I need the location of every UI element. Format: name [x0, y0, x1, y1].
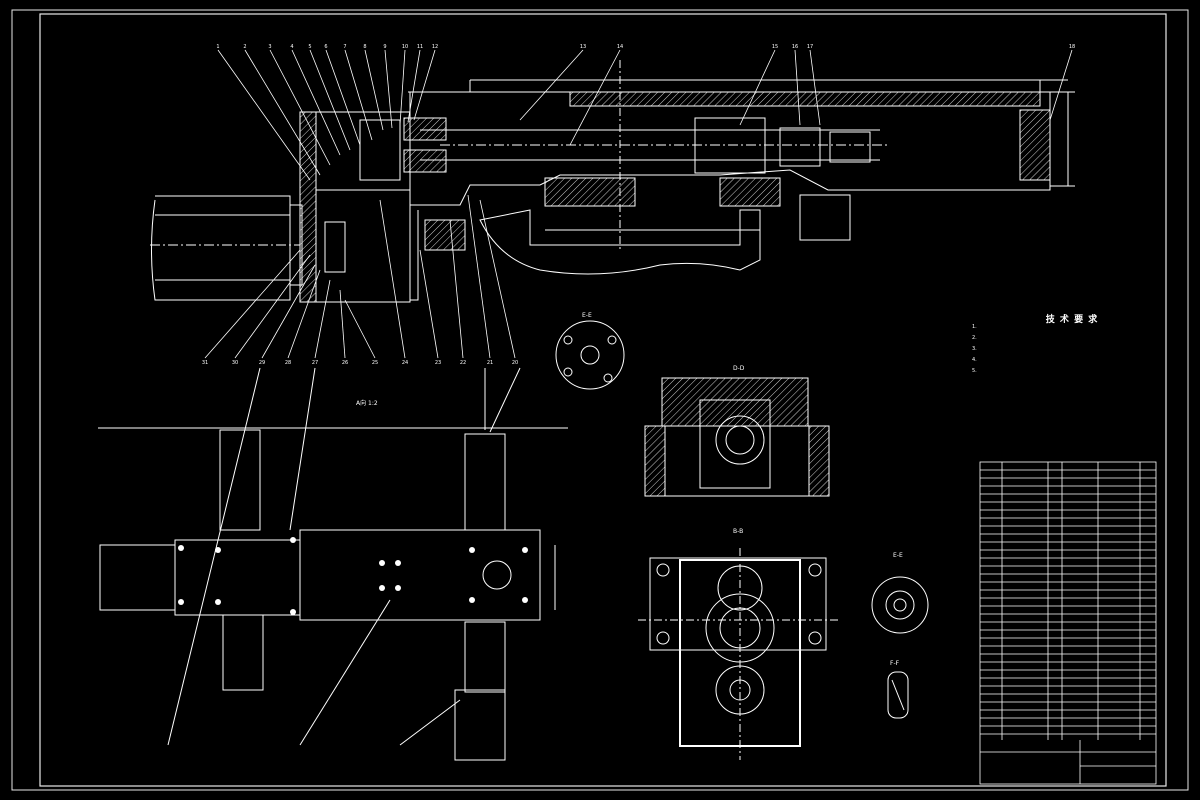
- svg-text:31: 31: [202, 360, 208, 366]
- svg-text:13: 13: [580, 44, 586, 50]
- svg-text:5: 5: [308, 44, 311, 50]
- requirement-item: 1.: [972, 324, 977, 330]
- svg-text:27: 27: [312, 360, 318, 366]
- svg-text:10: 10: [402, 44, 408, 50]
- requirement-item: 5.: [972, 368, 977, 374]
- section-ee-flange: [871, 576, 929, 634]
- section-bb-label: B-B: [733, 528, 744, 535]
- svg-text:17: 17: [807, 44, 813, 50]
- svg-text:25: 25: [372, 360, 378, 366]
- svg-text:23: 23: [435, 360, 441, 366]
- svg-text:24: 24: [402, 360, 408, 366]
- section-ff-label: F-F: [890, 660, 900, 667]
- svg-text:22: 22: [460, 360, 466, 366]
- svg-text:15: 15: [772, 44, 778, 50]
- svg-text:12: 12: [432, 44, 438, 50]
- svg-text:14: 14: [617, 44, 623, 50]
- svg-text:7: 7: [343, 44, 346, 50]
- section-bb: [638, 548, 840, 760]
- svg-text:21: 21: [487, 360, 493, 366]
- outer-border: [11, 9, 1189, 791]
- technical-requirements-title: 技 术 要 求: [1045, 315, 1099, 325]
- requirement-item: 4.: [972, 357, 977, 363]
- main-assembly-view: [150, 60, 1075, 303]
- svg-text:30: 30: [232, 360, 238, 366]
- svg-text:11: 11: [417, 44, 423, 50]
- a-view: [98, 367, 568, 761]
- requirement-item: 3.: [972, 346, 977, 352]
- section-dd: [644, 377, 830, 497]
- svg-text:1: 1: [216, 44, 219, 50]
- svg-text:26: 26: [342, 360, 348, 366]
- section-e-label: E-E: [582, 312, 592, 319]
- section-e-disc: [555, 320, 625, 390]
- a-view-scale-label: A向 1:2: [356, 400, 378, 407]
- svg-text:9: 9: [383, 44, 386, 50]
- leader-lines: [204, 49, 1073, 359]
- svg-text:18: 18: [1069, 44, 1075, 50]
- section-ff: [887, 671, 909, 719]
- requirement-item: 2.: [972, 335, 977, 341]
- svg-text:28: 28: [285, 360, 291, 366]
- svg-text:8: 8: [363, 44, 366, 50]
- section-ee-label: E-E: [893, 552, 903, 559]
- svg-text:29: 29: [259, 360, 265, 366]
- section-dd-label: D-D: [733, 365, 745, 372]
- svg-text:4: 4: [290, 44, 293, 50]
- svg-text:2: 2: [243, 44, 246, 50]
- inner-frame: [39, 13, 1167, 787]
- parts-list: [979, 461, 1157, 785]
- svg-text:3: 3: [268, 44, 271, 50]
- technical-requirements-list: 1. 2. 3. 4. 5.: [972, 322, 1072, 377]
- svg-text:16: 16: [792, 44, 798, 50]
- svg-text:20: 20: [512, 360, 518, 366]
- svg-text:6: 6: [324, 44, 327, 50]
